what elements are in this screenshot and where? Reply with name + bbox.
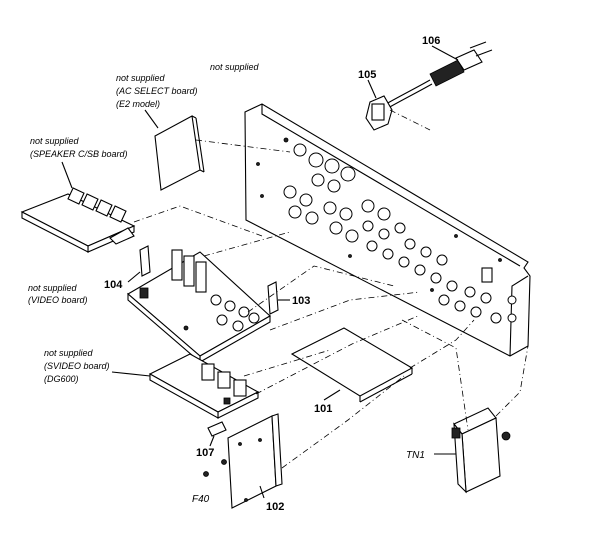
ac-select-label-line2: (AC SELECT board): [116, 86, 198, 96]
connector-104: [127, 245, 151, 283]
power-cord-106: [385, 41, 493, 109]
speaker-board: [20, 161, 136, 253]
annotation-labels: not supplied not supplied (AC SELECT boa…: [28, 35, 440, 513]
chassis-not-supplied-label: not supplied: [210, 62, 260, 72]
bracket-102: [227, 413, 283, 509]
video-board: [127, 249, 271, 364]
video-label-line2: (VIDEO board): [28, 295, 88, 305]
fuse-f40: [203, 459, 227, 477]
connector-103: [267, 281, 290, 315]
video-label-line1: not supplied: [28, 283, 78, 293]
ac-select-label-line1: not supplied: [116, 73, 166, 83]
part-number-105: 105: [358, 69, 376, 81]
speaker-label-line1: not supplied: [30, 136, 80, 146]
part-107: [207, 421, 227, 447]
part-number-102: 102: [266, 501, 284, 513]
svideo-board: [111, 353, 260, 419]
rear-panel-chassis: [244, 103, 531, 357]
speaker-label-line2: (SPEAKER C/SB board): [30, 149, 128, 159]
connection-lines: [133, 109, 529, 469]
part-number-106: 106: [422, 35, 440, 47]
ac-select-label-line3: (E2 model): [116, 99, 160, 109]
tuner-tn1: [434, 407, 511, 494]
part-number-f40: F40: [192, 494, 210, 505]
svideo-label-line2: (SVIDEO board): [44, 361, 110, 371]
part-number-104: 104: [104, 279, 123, 291]
part-number-103: 103: [292, 295, 310, 307]
ac-select-board: [144, 109, 205, 191]
shield-plate-101: [290, 327, 414, 403]
part-number-tn1: TN1: [406, 450, 425, 461]
part-number-107: 107: [196, 447, 214, 459]
cord-bushing-105: [365, 79, 393, 131]
svideo-label-line3: (DG600): [44, 374, 79, 384]
part-number-101: 101: [314, 403, 332, 415]
panel-jacks: [256, 137, 517, 324]
svideo-label-line1: not supplied: [44, 348, 94, 358]
